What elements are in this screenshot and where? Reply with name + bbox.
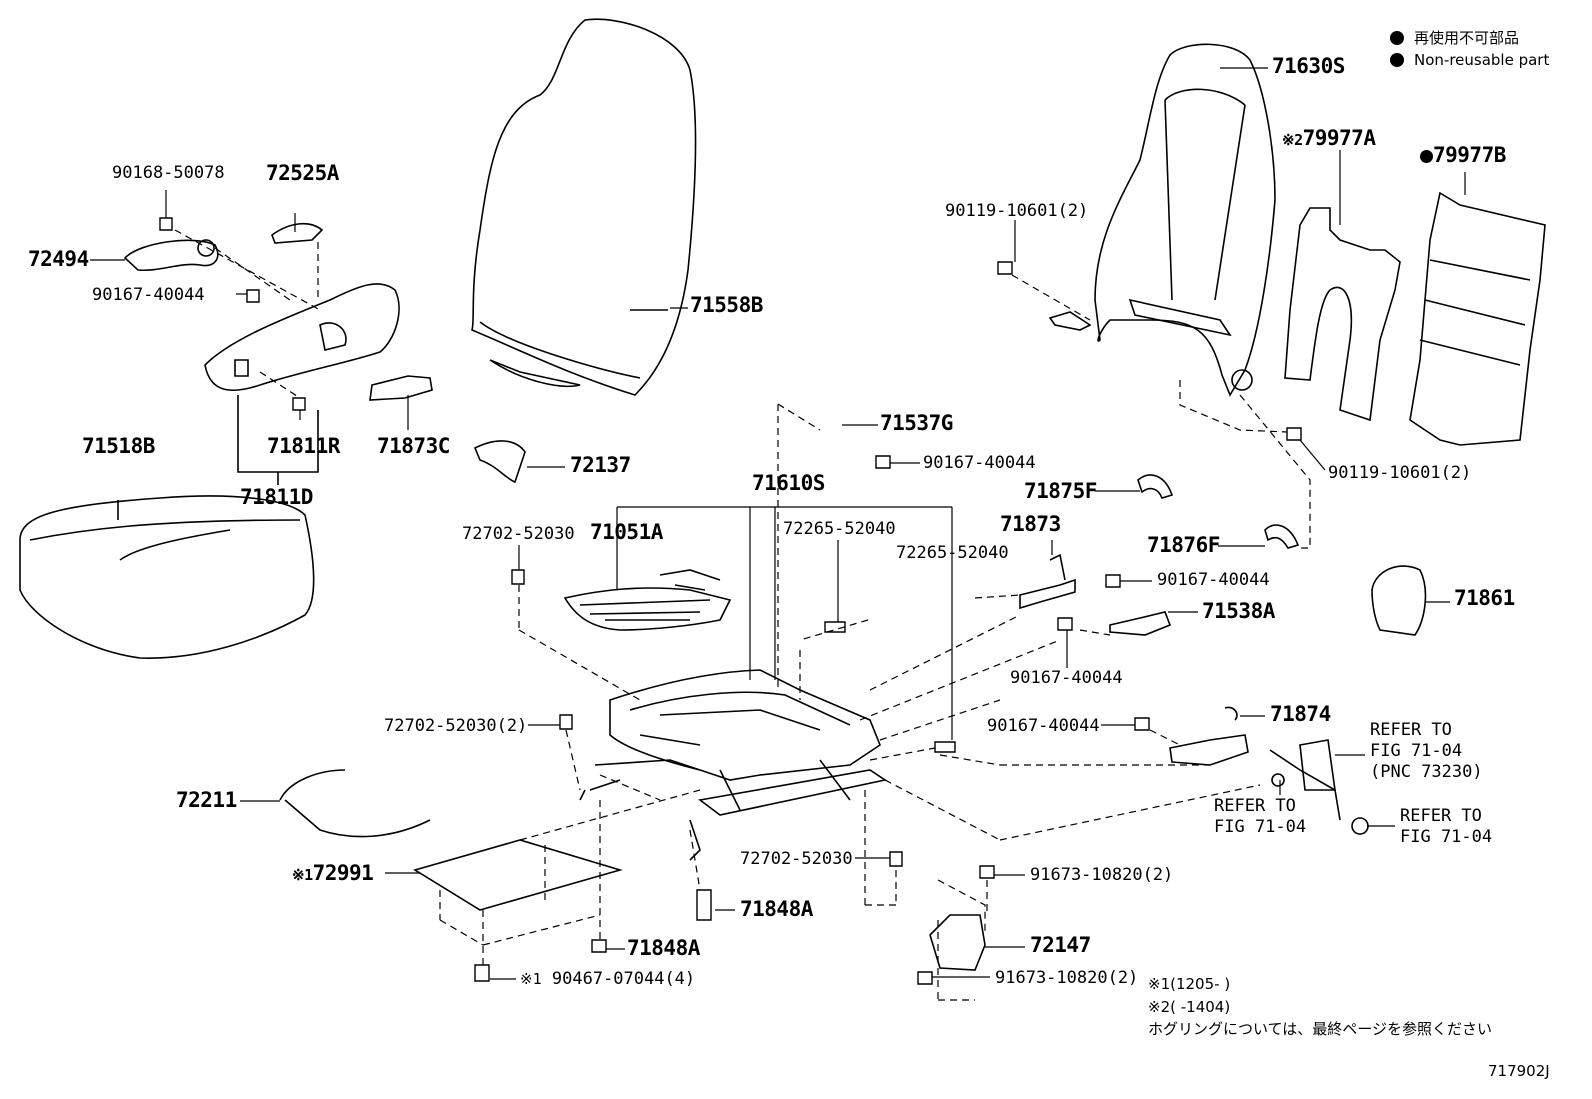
part-label: 71876F [1147,533,1220,557]
legend-row-en: Non-reusable part [1390,51,1549,69]
part-label: 79977A [1302,126,1376,150]
part-label: 71518B [82,434,155,458]
bullet-icon [1390,53,1404,67]
part-label: 90167-40044 [987,716,1100,736]
part-label-79977A: ※279977A [1282,126,1376,150]
part-label: 71630S [1272,54,1345,78]
part-label-72991: ※172991 [292,861,374,885]
part-label: 90168-50078 [112,163,225,183]
part-label: 90167-40044 [1010,668,1123,688]
note-mark: ※2 [1282,131,1303,149]
part-label: 71811R [267,434,340,458]
part-label: 71051A [590,520,663,544]
legend-row-jp: 再使用不可部品 [1390,27,1519,48]
part-label: 71861 [1454,586,1515,610]
part-label: 72494 [28,247,89,271]
refer-to-label: REFER TO FIG 71-04 [1214,796,1307,837]
part-label: 72265-52040 [783,519,896,539]
refer-to-label: REFER TO FIG 71-04 [1400,806,1493,847]
part-label: 71558B [690,293,763,317]
part-label: 72265-52040 [896,543,1009,563]
footnote-3: ホグリングについては、最終ページを参照ください [1148,1020,1492,1038]
part-label: 71848A [627,936,700,960]
part-label: 72702-52030(2) [384,716,528,736]
part-label: 71848A [740,897,813,921]
footnote-2: ※2( -1404) [1148,998,1231,1016]
part-label: 71538A [1202,599,1275,623]
part-label: 71873C [377,434,450,458]
refer-to-label: REFER TO FIG 71-04 (PNC 73230) [1370,720,1483,782]
part-label: 72991 [312,861,374,885]
non-reusable-icon [1420,149,1433,163]
part-label: 71875F [1024,479,1097,503]
part-label-90467: ※1 90467-07044(4) [520,970,695,988]
part-label: 71811D [240,485,313,509]
bullet-icon [1390,30,1404,45]
legend-text-en: Non-reusable part [1414,51,1550,69]
footnote-1: ※1(1205- ) [1148,975,1231,993]
part-label-79977B: 79977B [1420,143,1506,167]
legend-text-jp: 再使用不可部品 [1414,29,1520,47]
part-label: 90167-40044 [92,285,205,305]
part-label: 71610S [752,471,825,495]
part-label: 79977B [1433,143,1506,167]
part-label: 72147 [1030,933,1091,957]
part-label: 90467-07044(4) [551,969,696,989]
part-label: 72137 [570,453,631,477]
part-label: 72211 [176,788,237,812]
part-label: 72525A [266,161,339,185]
part-label: 71537G [880,411,953,435]
part-label: 90167-40044 [923,453,1036,473]
note-mark: ※1 [292,866,313,884]
part-label: 72702-52030 [740,849,853,869]
note-mark: ※1 [520,970,542,988]
part-label: 71873 [1000,512,1061,536]
part-label: 72702-52030 [462,524,575,544]
part-label: 90167-40044 [1157,570,1270,590]
diagram-id: 717902J [1488,1062,1550,1080]
part-label: 91673-10820(2) [995,968,1139,988]
part-label: 90119-10601(2) [945,201,1089,221]
part-label: 90119-10601(2) [1328,463,1472,483]
part-label: 71874 [1270,702,1331,726]
part-label: 91673-10820(2) [1030,865,1174,885]
